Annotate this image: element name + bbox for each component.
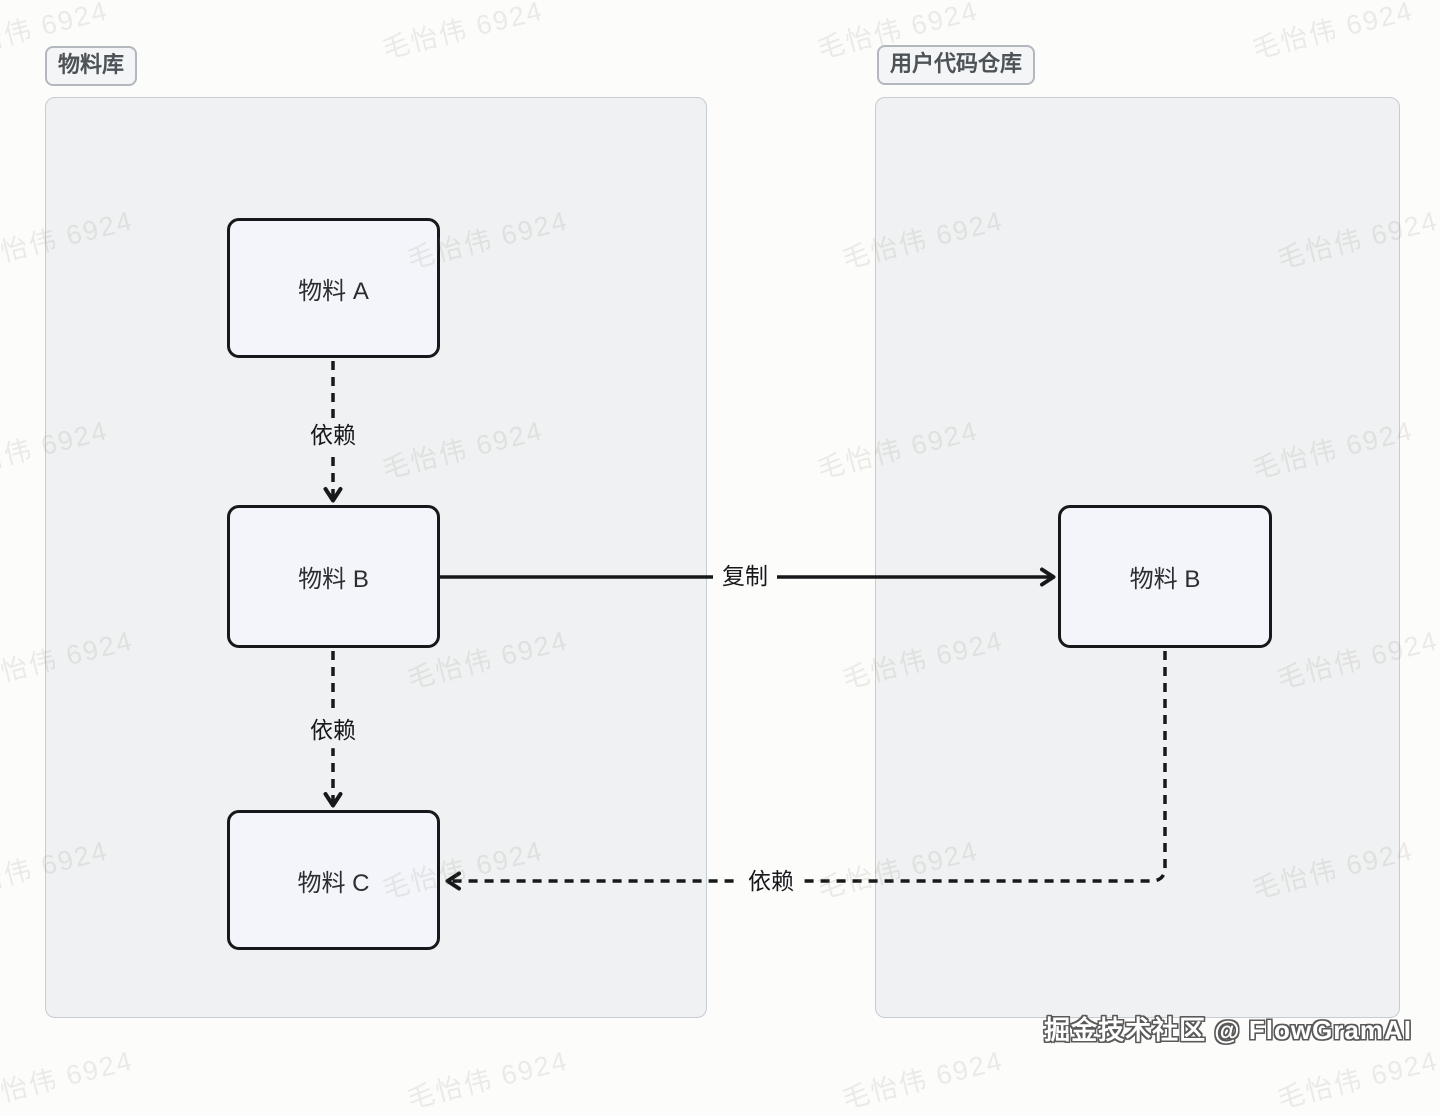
edge-label-depend-1: 依赖 bbox=[301, 419, 365, 453]
node-material-b-repo: 物料 B bbox=[1058, 505, 1272, 648]
node-material-b-library: 物料 B bbox=[227, 505, 440, 648]
credit-text: 掘金技术社区 @ FlowGramAI bbox=[1044, 1015, 1412, 1045]
node-label: 物料 A bbox=[298, 277, 369, 305]
watermark-text: 毛怡伟 6924 bbox=[0, 1045, 137, 1115]
watermark-text: 毛怡伟 6924 bbox=[1274, 1045, 1440, 1115]
edge-label-depend-2: 依赖 bbox=[301, 714, 365, 748]
node-label: 物料 B bbox=[1129, 566, 1201, 593]
node-material-a: 物料 A bbox=[227, 218, 440, 358]
watermark-text: 毛怡伟 6924 bbox=[839, 1045, 1007, 1115]
container-label-user-code-repo: 用户代码仓库 bbox=[877, 45, 1036, 85]
node-label: 物料 B bbox=[298, 566, 369, 593]
edge-label-copy: 复制 bbox=[713, 560, 777, 594]
watermark-text: 毛怡伟 6924 bbox=[1249, 0, 1417, 65]
node-label: 物料 C bbox=[297, 869, 370, 897]
edge-label-depend-3: 依赖 bbox=[739, 865, 803, 899]
watermark-text: 毛怡伟 6924 bbox=[404, 1045, 572, 1115]
watermark-text: 毛怡伟 6924 bbox=[379, 0, 547, 65]
node-material-c: 物料 C bbox=[227, 810, 440, 950]
container-label-material-library: 物料库 bbox=[45, 46, 138, 86]
